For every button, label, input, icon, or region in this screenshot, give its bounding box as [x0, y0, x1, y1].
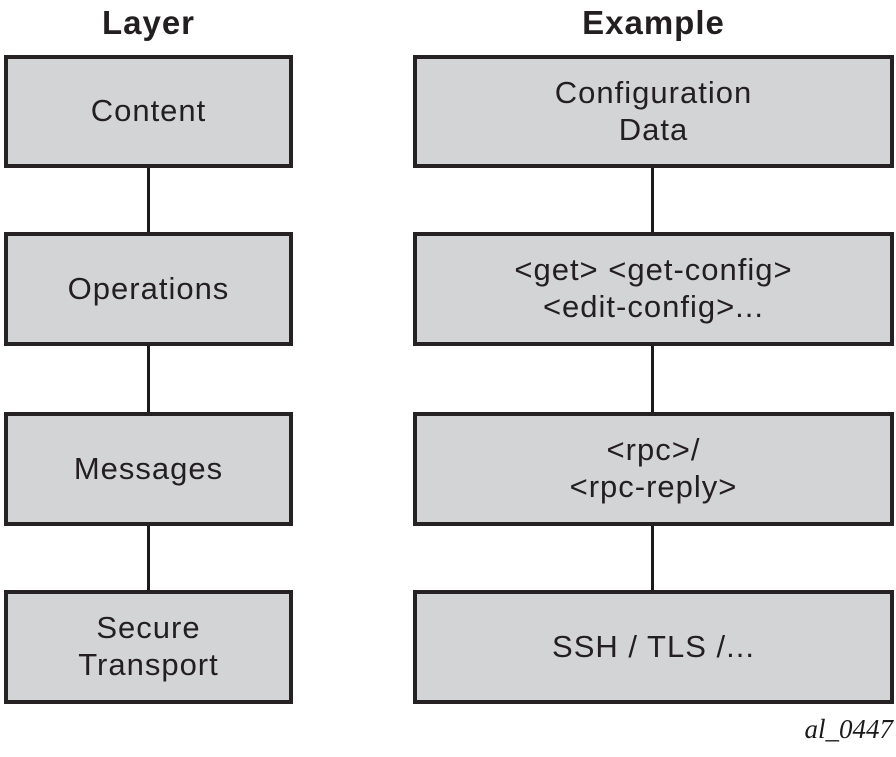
figure-id-caption: al_0447: [804, 714, 893, 744]
box-content-label: Content: [90, 93, 207, 129]
box-example-messages: <rpc>/ <rpc-reply>: [413, 412, 894, 526]
box-messages-label: Messages: [73, 450, 224, 486]
box-secure-transport-label: Secure Transport: [78, 610, 219, 682]
box-operations: Operations: [4, 232, 293, 346]
box-example-configuration-data-label: Configuration Data: [554, 74, 753, 147]
connector-line-rpc-ssh: [651, 526, 654, 590]
box-messages: Messages: [4, 412, 293, 526]
box-secure-transport: Secure Transport: [4, 590, 293, 704]
box-example-operations: <get> <get-config> <edit-config>...: [413, 232, 894, 346]
box-example-transport: SSH / TLS /...: [413, 590, 894, 704]
connector-line-configdata-get: [651, 168, 654, 232]
box-content: Content: [4, 55, 293, 168]
connector-line-messages-transport: [147, 526, 150, 590]
box-example-messages-label: <rpc>/ <rpc-reply>: [569, 432, 738, 504]
connector-line-content-operations: [147, 168, 150, 232]
box-example-configuration-data: Configuration Data: [413, 55, 894, 168]
connector-line-get-rpc: [651, 346, 654, 412]
connector-line-operations-messages: [147, 346, 150, 412]
box-example-operations-label: <get> <get-config> <edit-config>...: [514, 252, 793, 324]
column-header-layer: Layer: [101, 4, 196, 41]
box-operations-label: Operations: [67, 270, 230, 306]
box-example-transport-label: SSH / TLS /...: [552, 628, 755, 664]
column-header-example: Example: [582, 4, 725, 41]
